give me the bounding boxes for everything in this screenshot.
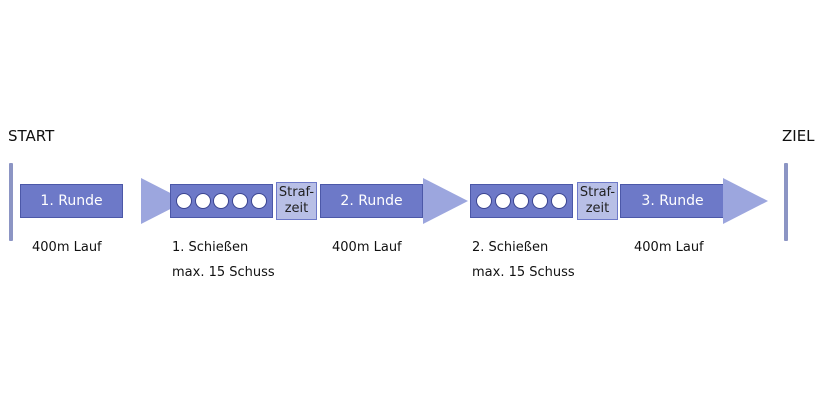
shooting-1-limit: max. 15 Schuss bbox=[172, 265, 275, 280]
target-circle bbox=[251, 193, 268, 209]
target-circle bbox=[175, 193, 192, 209]
shooting-1-caption: 1. Schießen bbox=[172, 240, 249, 255]
penalty-1-line1: Straf- bbox=[278, 185, 315, 200]
round-2-arrowhead bbox=[423, 178, 468, 224]
round-3-caption: 400m Lauf bbox=[634, 240, 704, 255]
target-circle bbox=[475, 193, 492, 209]
target-circle bbox=[551, 193, 568, 209]
target-circle bbox=[532, 193, 549, 209]
round-1-arrow: 1. Runde bbox=[20, 178, 186, 224]
target-circle bbox=[232, 193, 249, 209]
round-2-caption: 400m Lauf bbox=[332, 240, 402, 255]
shooting-1-box bbox=[170, 184, 273, 218]
finish-label: ZIEL bbox=[782, 127, 815, 145]
target-circle bbox=[513, 193, 530, 209]
penalty-2-line1: Straf- bbox=[579, 185, 616, 200]
shooting-2-caption: 2. Schießen bbox=[472, 240, 549, 255]
round-2-arrow: 2. Runde bbox=[320, 178, 468, 224]
penalty-2-line2: zeit bbox=[585, 201, 610, 216]
target-circle bbox=[194, 193, 211, 209]
round-2-label: 2. Runde bbox=[320, 184, 423, 218]
round-3-label: 3. Runde bbox=[620, 184, 725, 218]
round-3-arrowhead bbox=[723, 178, 768, 224]
shooting-2-limit: max. 15 Schuss bbox=[472, 265, 575, 280]
start-label: START bbox=[8, 127, 55, 145]
shooting-2-box bbox=[470, 184, 573, 218]
finish-post bbox=[784, 163, 788, 241]
penalty-1-box: Straf- zeit bbox=[276, 182, 317, 220]
start-post bbox=[9, 163, 13, 241]
round-1-caption: 400m Lauf bbox=[32, 240, 102, 255]
round-3-arrow: 3. Runde bbox=[620, 178, 770, 224]
round-1-label: 1. Runde bbox=[20, 184, 123, 218]
target-circle bbox=[494, 193, 511, 209]
target-circle bbox=[213, 193, 230, 209]
penalty-2-box: Straf- zeit bbox=[577, 182, 618, 220]
penalty-1-line2: zeit bbox=[284, 201, 309, 216]
